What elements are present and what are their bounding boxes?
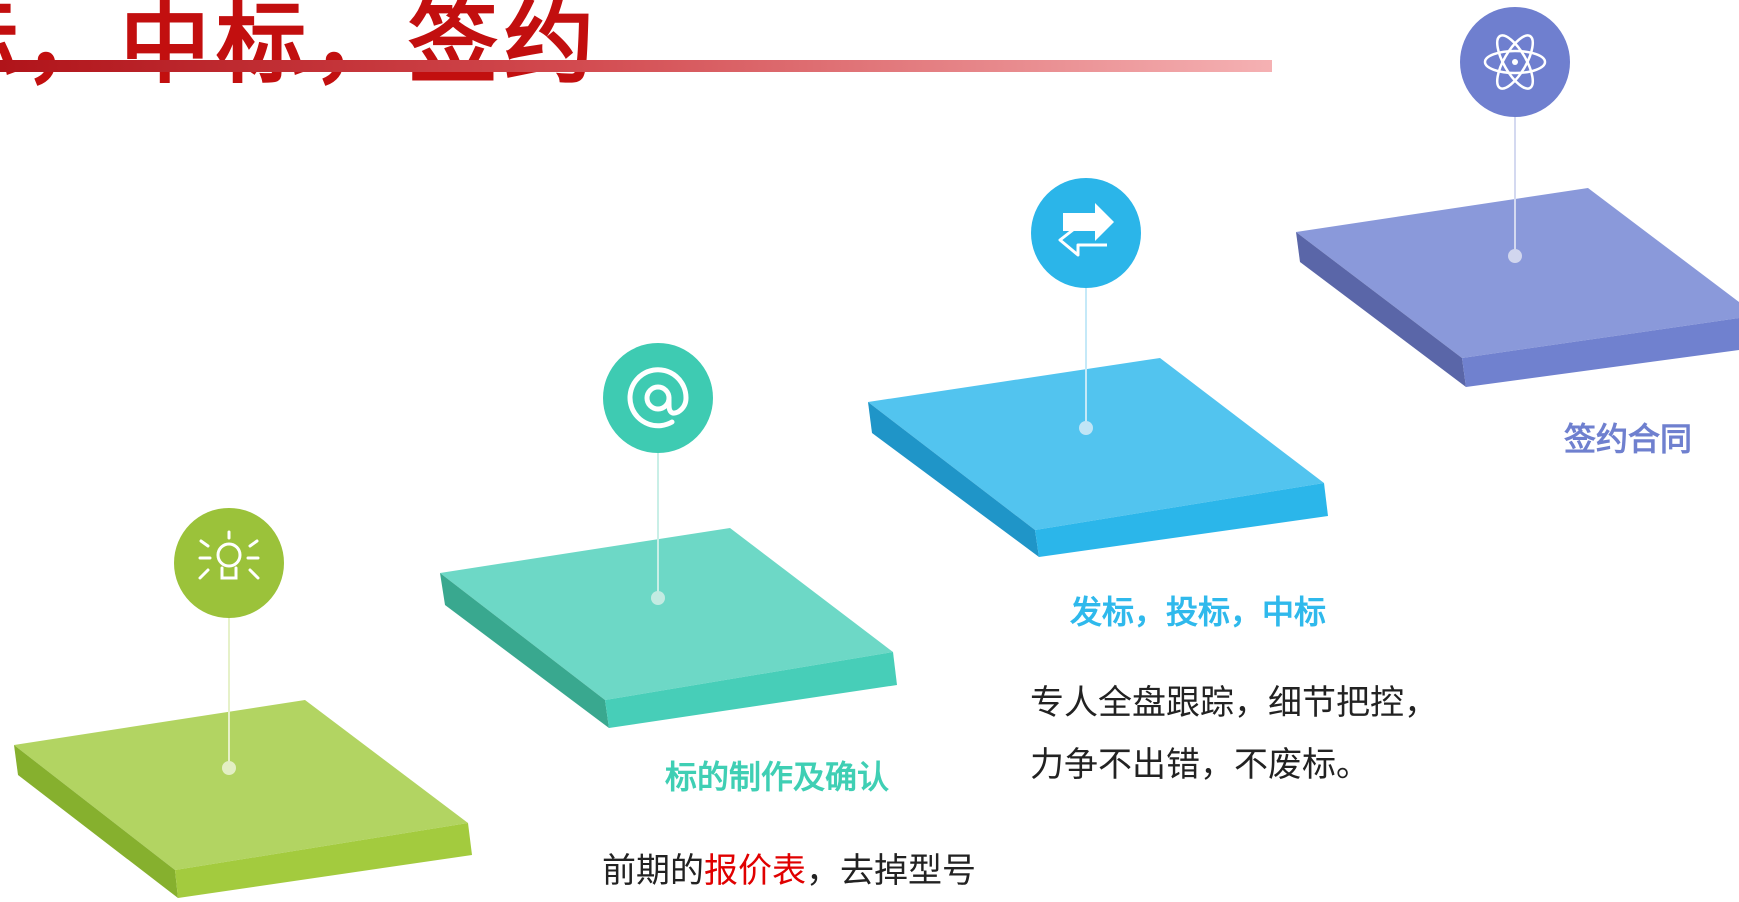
step-2-description-prefix: 前期的 [602, 851, 704, 891]
lightbulb-icon [174, 508, 284, 618]
slide-title: 标，中标，签约 [0, 0, 600, 96]
at-sign-icon [603, 343, 713, 453]
step-2-platform [440, 395, 897, 728]
swap-arrows-icon [1031, 178, 1141, 288]
title-underline [0, 60, 1272, 72]
step-3-description-line-1: 专人全盘跟踪，细节把控， [1030, 683, 1438, 723]
step-1-platform [14, 560, 472, 898]
step-2-description-suffix: ，去掉型号 [806, 851, 976, 891]
step-3-platform [868, 232, 1328, 557]
step-4-label: 签约合同 [1564, 420, 1693, 458]
atom-icon [1460, 7, 1570, 117]
step-3-description-line-2: 力争不出错，不废标。 [1030, 745, 1370, 785]
step-3-description: 专人全盘跟踪，细节把控， 力争不出错，不废标。 [1030, 672, 1438, 796]
step-3-label: 发标，投标，中标 [1070, 593, 1327, 631]
step-2-description: 前期的报价表，去掉型号 [602, 840, 976, 902]
step-4-platform [1296, 62, 1739, 387]
quotation-highlight: 报价表 [704, 851, 806, 891]
step-2-label: 标的制作及确认 [665, 758, 890, 796]
